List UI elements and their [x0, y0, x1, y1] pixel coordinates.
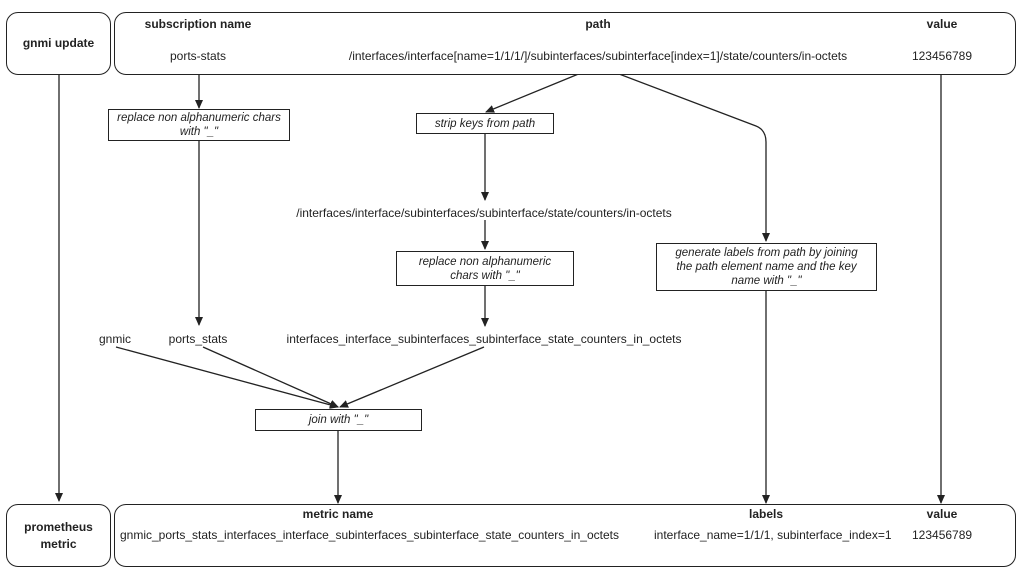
- sub-result-text: ports_stats: [168, 332, 228, 346]
- arrow-gnmic-to-join: [115, 346, 339, 409]
- arrow-pathresult-to-join: [339, 346, 485, 408]
- labels-header: labels: [748, 507, 784, 521]
- stripped-path-text: /interfaces/interface/subinterfaces/subi…: [296, 206, 672, 220]
- metric-name-value: gnmic_ports_stats_interfaces_interface_s…: [120, 528, 619, 542]
- join-text: join with "_": [308, 414, 369, 426]
- arrow-path-to-labels: [597, 65, 770, 242]
- replace-path-text: replace non alphanumeric chars with "_": [418, 255, 552, 282]
- strip-keys-text: strip keys from path: [434, 117, 536, 130]
- strip-keys-box: strip keys from path: [416, 113, 554, 134]
- replace-path-box: replace non alphanumeric chars with "_": [396, 251, 574, 286]
- value-header: value: [926, 17, 958, 31]
- prefix-text: gnmic: [98, 332, 132, 346]
- generate-labels-box: generate labels from path by joining the…: [656, 243, 877, 291]
- join-box: join with "_": [255, 409, 422, 431]
- arrow-portsstats-to-join: [202, 346, 339, 408]
- replace-sub-box: replace non alphanumeric chars with "_": [108, 109, 290, 141]
- value-value: 123456789: [911, 49, 973, 63]
- prometheus-fields-box: [114, 504, 1016, 567]
- prometheus-metric-label: prometheus metric: [24, 519, 93, 551]
- prometheus-metric-box: prometheus metric: [6, 504, 111, 567]
- subscription-name-header: subscription name: [144, 17, 252, 31]
- gnmi-update-fields-box: [114, 12, 1016, 75]
- gnmi-update-box: gnmi update: [6, 12, 111, 75]
- generate-labels-text: generate labels from path by joining the…: [675, 247, 858, 287]
- path-value: /interfaces/interface[name=1/1/1/]/subin…: [348, 49, 848, 63]
- labels-value: interface_name=1/1/1, subinterface_index…: [654, 528, 892, 542]
- metric-value-header: value: [926, 507, 958, 521]
- path-result-text: interfaces_interface_subinterfaces_subin…: [286, 332, 682, 346]
- gnmi-update-label: gnmi update: [22, 36, 95, 50]
- path-header: path: [585, 17, 611, 31]
- metric-name-header: metric name: [302, 507, 374, 521]
- metric-value-value: 123456789: [912, 528, 973, 542]
- subscription-name-value: ports-stats: [169, 49, 227, 63]
- replace-sub-text: replace non alphanumeric chars with "_": [117, 112, 281, 138]
